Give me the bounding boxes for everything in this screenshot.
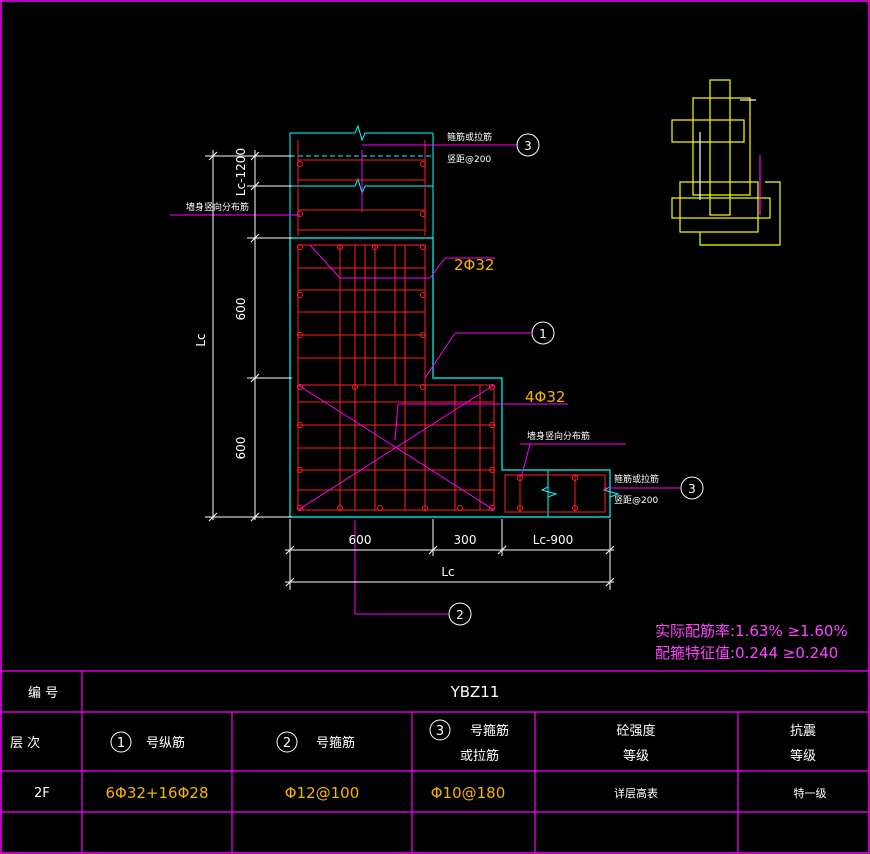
wall-stub-top-rebar	[297, 140, 426, 236]
ratio-line-2: 配箍特征值:0.244 ≥0.240	[655, 644, 838, 662]
dim-lc-horizontal: Lc	[441, 565, 454, 579]
row3-tie: Φ10@180	[431, 784, 506, 802]
callout-circles	[448, 133, 704, 626]
wall-stub-right	[540, 470, 620, 517]
row2-col2-num: 2	[283, 736, 291, 751]
row1-value: YBZ11	[450, 683, 500, 701]
dim-lc-vertical: Lc	[194, 333, 208, 346]
callout-3-top-circle	[516, 133, 540, 157]
rebar-bars	[297, 161, 578, 511]
label-wall-vertical-right: 墙身竖向分布筋	[527, 430, 590, 442]
dim-lc-900: Lc-900	[533, 533, 574, 547]
callout-3-right-circle	[680, 476, 704, 500]
label-spacing-top: 竖距@200	[447, 154, 491, 165]
row2-label: 层 次	[10, 735, 40, 751]
row2-col1-text: 号纵筋	[146, 735, 185, 751]
callout-3-top-text: 3	[524, 139, 532, 153]
wall-stub-top	[289, 124, 434, 239]
label-tie-right: 箍筋或拉筋	[614, 473, 659, 485]
row2-col5-text-b: 等级	[790, 748, 816, 764]
section-cross	[297, 384, 495, 511]
label-wall-vertical-left: 墙身竖向分布筋	[186, 201, 249, 213]
dim-600-lower: 600	[234, 437, 248, 460]
row3-concrete: 详层高表	[614, 786, 658, 800]
row2-col2-text: 号箍筋	[316, 735, 355, 751]
callout-2-circle	[448, 602, 472, 626]
row2-col1-num: 1	[117, 736, 125, 751]
ratio-line-1: 实际配筋率:1.63% ≥1.60%	[655, 622, 848, 640]
row2-col4-text-a: 砼强度	[616, 723, 655, 739]
label-tie-top: 箍筋或拉筋	[447, 131, 492, 143]
callout-2-text: 2	[456, 608, 464, 622]
row2-col3-text-b: 或拉筋	[460, 748, 499, 764]
dim-600-bottom: 600	[349, 533, 372, 547]
row2-col4-text-b: 等级	[623, 748, 649, 764]
schedule-table	[1, 670, 869, 853]
bar-detail	[671, 79, 781, 246]
row3-floor: 2F	[34, 786, 50, 801]
rebar-group-a: 2Φ32	[454, 256, 494, 274]
row2-col3-num: 3	[436, 724, 444, 739]
row2-col5-text-a: 抗震	[790, 724, 816, 739]
row2-col3-text-a: 号箍筋	[470, 723, 509, 739]
table-circles	[110, 719, 451, 753]
column-section	[289, 124, 620, 518]
label-spacing-right: 竖距@200	[614, 495, 658, 506]
leaders	[170, 144, 680, 615]
dimensions	[205, 150, 615, 590]
row3-longitudinal: 6Φ32+16Φ28	[106, 784, 209, 802]
dim-600-upper: 600	[234, 298, 248, 321]
rebar-group-b: 4Φ32	[525, 388, 565, 406]
row3-stirrup: Φ12@100	[285, 784, 360, 802]
rebar-cage	[297, 244, 606, 513]
callout-1-circle	[531, 321, 555, 345]
dim-300-bottom: 300	[454, 533, 477, 547]
dim-lc-1200: Lc-1200	[234, 148, 248, 196]
column-outline	[289, 237, 611, 518]
callout-3-right-text: 3	[688, 482, 696, 496]
row1-label: 编 号	[28, 686, 58, 701]
row3-seismic: 特一级	[794, 786, 827, 800]
callout-1-text: 1	[539, 327, 547, 341]
